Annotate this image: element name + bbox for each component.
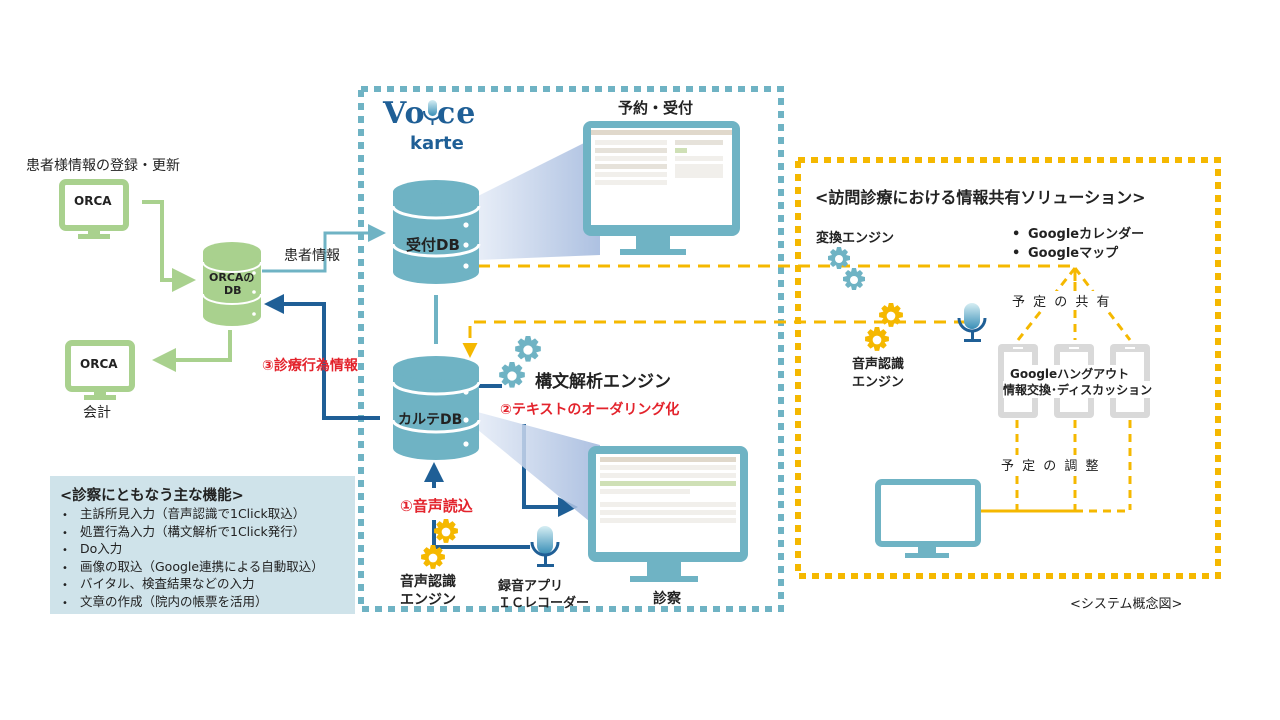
system-caption: <システム概念図> — [1070, 597, 1183, 612]
reception-title: 予約・受付 — [618, 99, 694, 117]
orca-accounting-flow — [152, 330, 232, 372]
orca-db-cylinder — [202, 242, 262, 326]
medical-action-flow — [264, 294, 380, 420]
logo-mic-icon — [423, 100, 442, 125]
voice-karte-boundary — [358, 86, 784, 612]
rec-app-label-1: 録音アプリ — [498, 579, 564, 594]
home-visit-title: <訪問診療における情報共有ソリューション> — [815, 188, 1146, 207]
accounting-label: 会計 — [83, 405, 111, 421]
feature-item: 画像の取込（Google連携による自動取込） — [62, 559, 324, 577]
patient-info-flow — [262, 224, 386, 273]
karte-db-label: カルテDB — [398, 412, 463, 428]
feature-item: バイタル、検査結果などの入力 — [62, 576, 324, 594]
logo-karte-text: karte — [410, 133, 464, 154]
karte-db-cylinder — [391, 356, 481, 460]
feature-item: Do入力 — [62, 541, 324, 559]
rec-app-label-2: ＩＣレコーダー — [498, 596, 590, 611]
features-title: <診察にともなう主な機能> — [60, 488, 244, 504]
voice-gear-icon-1 — [434, 519, 458, 543]
google-item-calendar: •Googleカレンダー — [1012, 227, 1145, 242]
orca-monitor-top — [59, 179, 129, 239]
exam-screen-preview — [596, 454, 740, 552]
voice-engine-label-2: エンジン — [400, 592, 456, 608]
feature-item: 処置行為入力（構文解析で1Click発行） — [62, 524, 324, 542]
hangout-label-2: 情報交換･ディスカッション — [1003, 381, 1153, 398]
exam-label: 診察 — [653, 591, 681, 607]
logo-voice-text: Vo ce — [383, 96, 477, 131]
feature-item: 文章の作成（院内の帳票を活用） — [62, 594, 324, 612]
reception-db-label: 受付DB — [406, 236, 460, 254]
google-item-map: •Googleマップ — [1012, 246, 1119, 261]
convert-engine-label: 変換エンジン — [816, 231, 895, 246]
home-voice-engine-label-1: 音声認識 — [852, 357, 905, 372]
orca-db-label-1: ORCAの — [209, 271, 255, 284]
syntax-engine-label: 構文解析エンジン — [535, 372, 671, 392]
orca-monitor-bottom — [65, 340, 135, 400]
register-label: 患者様情報の登録・更新 — [26, 158, 180, 174]
orca-bottom-label: ORCA — [80, 357, 118, 371]
orca-top-label: ORCA — [74, 194, 112, 208]
feature-item: 主訴所見入力（音声認識で1Click取込） — [62, 506, 324, 524]
schedule-adjust-label: 予 定 の 調 整 — [1001, 455, 1101, 474]
voice-engine-label-1: 音声認識 — [400, 574, 456, 590]
home-visit-boundary — [795, 157, 1221, 579]
patient-info-label: 患者情報 — [284, 248, 340, 264]
syntax-gear-icon-1 — [515, 336, 541, 362]
home-monitor — [875, 479, 981, 558]
orca-db-label-2: DB — [224, 284, 242, 297]
hangout-label-1: Googleハングアウト — [1010, 365, 1130, 382]
reception-db-cylinder — [391, 180, 481, 284]
home-voice-gear-icon-2 — [865, 327, 889, 351]
orca-register-flow — [142, 200, 196, 292]
home-voice-engine-label-2: エンジン — [852, 375, 905, 390]
voice-read-label: ①音声読込 — [400, 497, 473, 515]
recorder-mic-icon — [530, 526, 560, 567]
convert-gear-icon-2 — [843, 268, 865, 290]
home-mic-icon — [957, 303, 987, 342]
features-list: 主訴所見入力（音声認識で1Click取込） 処置行為入力（構文解析で1Click… — [50, 506, 324, 612]
features-panel: <診察にともなう主な機能> 主訴所見入力（音声認識で1Click取込） 処置行為… — [50, 476, 355, 614]
medical-action-label: ③診療行為情報 — [262, 358, 358, 374]
schedule-share-label: 予 定 の 共 有 — [1012, 291, 1112, 310]
reception-screen-preview — [591, 128, 732, 225]
syntax-gear-icon-2 — [499, 362, 525, 388]
ordering-label: ②テキストのオーダリング化 — [500, 402, 680, 418]
